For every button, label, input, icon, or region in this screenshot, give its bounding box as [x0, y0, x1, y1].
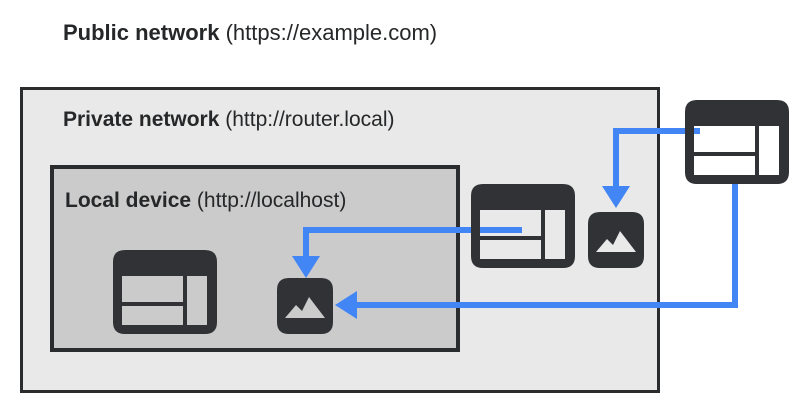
browser-window-icon-public: [685, 100, 789, 184]
public-network-url: (https://example.com): [225, 20, 438, 45]
local-device-name: Local device: [65, 189, 192, 212]
image-resource-icon-local: [277, 278, 333, 334]
local-device-box: Local device (http://localhost): [50, 165, 460, 352]
local-device-label: Local device (http://localhost): [65, 188, 346, 214]
image-resource-icon-private: [588, 212, 644, 268]
browser-window-icon-private: [471, 184, 575, 268]
private-network-label: Private network (http://router.local): [63, 107, 395, 133]
private-network-url: (http://router.local): [225, 108, 395, 131]
public-network-label: Public network (https://example.com): [63, 20, 437, 46]
browser-window-icon-local: [113, 250, 217, 334]
public-network-name: Public network: [63, 20, 220, 45]
private-network-name: Private network: [63, 108, 220, 131]
local-device-url: (http://localhost): [196, 189, 347, 212]
